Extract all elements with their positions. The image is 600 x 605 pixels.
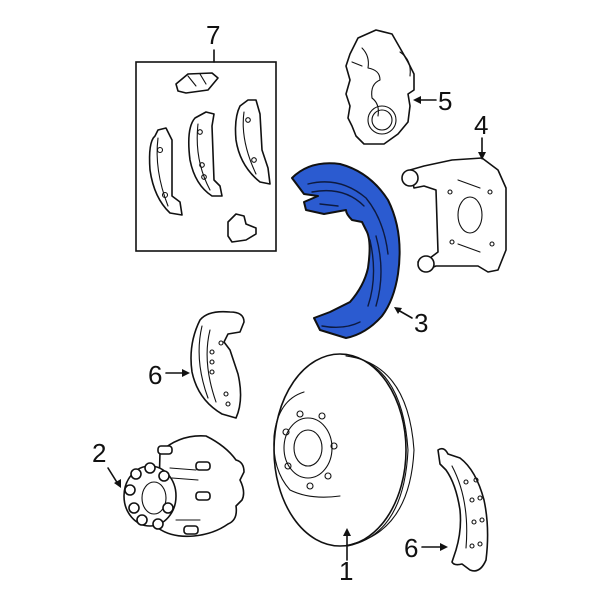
hub-with-studs[interactable] <box>123 435 245 538</box>
brake-rotor[interactable] <box>273 353 415 547</box>
callout-label-7: 7 <box>206 20 221 50</box>
brake-pad-kit[interactable] <box>135 49 277 252</box>
callout-arrow-2 <box>107 467 121 488</box>
callout-arrow-3 <box>394 307 413 319</box>
callout-arrow-6-lower <box>421 543 448 551</box>
callout-label-1: 1 <box>339 556 354 586</box>
parking-brake-shoe-lower[interactable] <box>437 447 489 572</box>
callout-label-6-upper: 6 <box>148 360 163 390</box>
callout-label-4: 4 <box>474 110 489 140</box>
callout-label-3: 3 <box>414 308 429 338</box>
callout-arrow-6-upper <box>165 369 190 377</box>
callout-label-5: 5 <box>438 86 453 116</box>
splash-shield[interactable] <box>291 162 401 339</box>
callout-label-6-lower: 6 <box>404 533 419 563</box>
parking-brake-shoe-upper[interactable] <box>190 310 245 419</box>
callout-label-2: 2 <box>92 438 107 468</box>
callout-arrow-4 <box>478 137 486 160</box>
brake-caliper[interactable] <box>345 29 415 145</box>
callout-arrow-1 <box>343 528 351 561</box>
caliper-support-bracket[interactable] <box>401 157 507 273</box>
callout-arrow-5 <box>413 96 437 104</box>
